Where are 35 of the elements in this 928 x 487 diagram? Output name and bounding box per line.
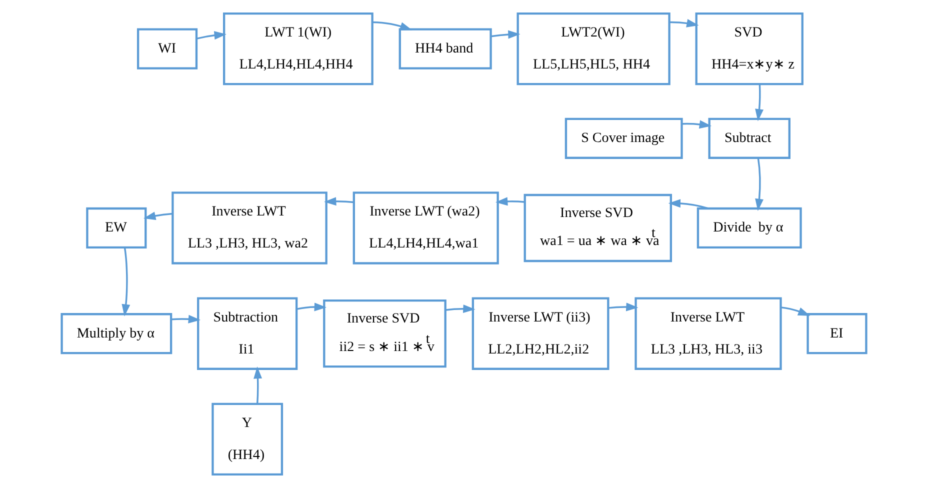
node-box: S Cover image bbox=[564, 117, 683, 158]
arrow bbox=[608, 302, 638, 311]
arrow bbox=[296, 302, 326, 311]
node-box: WI bbox=[136, 28, 198, 69]
arrow bbox=[781, 306, 810, 316]
arrow bbox=[755, 157, 764, 210]
node-box: Subtract bbox=[708, 117, 790, 158]
arrow bbox=[682, 120, 712, 128]
arrow bbox=[668, 198, 709, 209]
arrow bbox=[372, 20, 412, 30]
node-box: Divide by α bbox=[696, 206, 802, 248]
arrow bbox=[171, 314, 201, 323]
arrow bbox=[495, 196, 525, 206]
arrow bbox=[196, 30, 226, 40]
node-box: Subtraction Ii1 bbox=[197, 296, 298, 370]
arrow bbox=[490, 30, 520, 38]
node-box: EI bbox=[806, 312, 868, 354]
node-box: Inverse LWT LL3 ,LH3, HL3, ii3 bbox=[634, 296, 782, 370]
node-box: LWT2(WI) LL5,LH5,HL5, HH4 bbox=[516, 12, 670, 85]
arrow bbox=[669, 18, 699, 27]
node-box: Multiply by α bbox=[60, 312, 172, 354]
arrow bbox=[324, 196, 354, 206]
node-box: SVD HH4=x∗y∗ z bbox=[695, 12, 804, 85]
arrow bbox=[144, 211, 172, 220]
node-box: LWT 1(WI) LL4,LH4,HL4,HH4 bbox=[223, 12, 374, 85]
node-box: EW bbox=[86, 206, 147, 248]
arrow bbox=[254, 366, 262, 404]
node-box: HH4 band bbox=[398, 28, 492, 69]
node-box: Y (HH4) bbox=[212, 402, 284, 476]
arrow bbox=[755, 84, 764, 121]
node-box: Inverse LWT LL3 ,LH3, HL3, wa2 bbox=[172, 191, 328, 264]
node-box: Inverse LWT (wa2) LL4,LH4,HL4,wa1 bbox=[352, 191, 499, 264]
arrow bbox=[446, 304, 476, 313]
arrow bbox=[122, 246, 130, 316]
node-box: Inverse LWT (ii3) LL2,LH2,HL2,ii2 bbox=[472, 296, 610, 370]
